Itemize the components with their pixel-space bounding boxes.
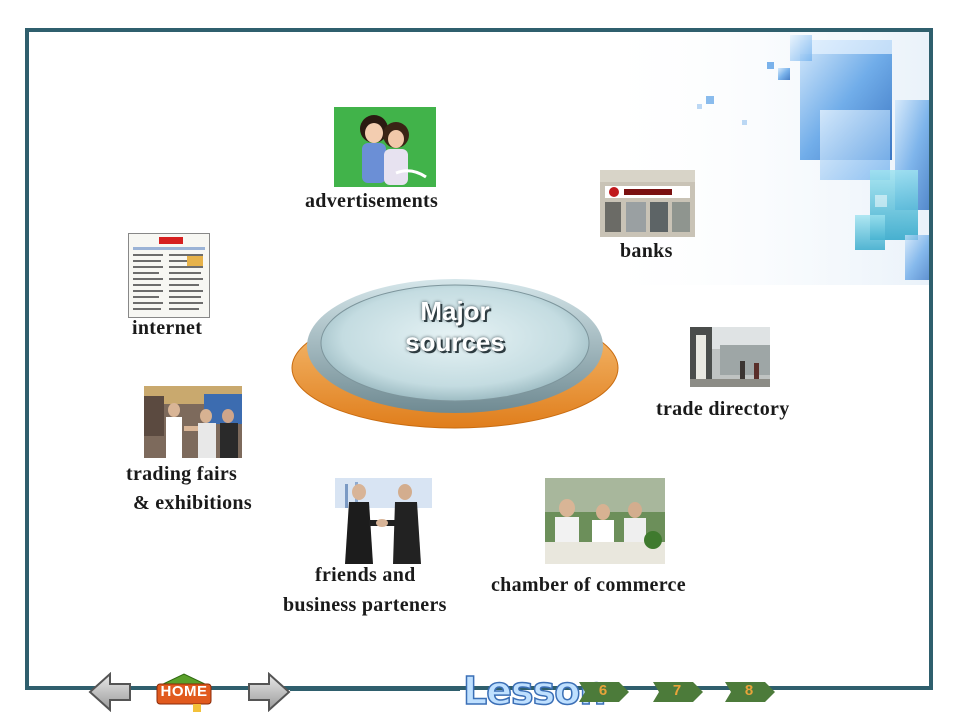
lesson-logo: Lesson: [462, 666, 607, 716]
lesson-tab-shape: [653, 682, 703, 702]
trade-directory-photo: [690, 327, 770, 387]
advertisements-label: advertisements: [305, 190, 439, 212]
lesson-7-button[interactable]: 7: [649, 680, 705, 704]
trading-fairs-label-line2: & exhibitions: [133, 492, 252, 514]
banks-label: banks: [620, 240, 673, 262]
home-icon: [156, 673, 212, 712]
left-arrow-icon: [88, 671, 131, 713]
hub-ellipse-shape: [291, 279, 619, 429]
next-arrow-button[interactable]: [247, 671, 291, 713]
major-sources-hub: Major sources: [290, 268, 620, 430]
trading-fairs-label-line1: trading fairs: [126, 463, 238, 485]
home-button[interactable]: HOME: [153, 672, 215, 714]
lesson-tab-shape: [725, 682, 775, 702]
advertisements-photo: [334, 107, 436, 187]
chamber-of-commerce-photo: [545, 478, 665, 564]
lesson-8-number: 8: [744, 682, 754, 699]
previous-arrow-button[interactable]: [88, 671, 132, 713]
lesson-tab-shape: [579, 682, 629, 702]
home-label: HOME: [160, 683, 208, 700]
internet-screenshot: [128, 233, 210, 318]
friends-label-line1: friends and: [315, 564, 416, 586]
friends-label-line2: business parteners: [283, 594, 447, 616]
banks-photo: [600, 170, 695, 237]
trade-directory-label: trade directory: [656, 398, 790, 420]
internet-label: internet: [132, 317, 203, 339]
handshake-photo: [335, 478, 432, 564]
lesson-6-button[interactable]: 6: [575, 680, 631, 704]
lesson-6-number: 6: [598, 682, 608, 699]
chamber-of-commerce-label: chamber of commerce: [491, 574, 686, 596]
hub-title-line1: Major: [420, 296, 490, 326]
lesson-7-number: 7: [672, 682, 682, 699]
right-arrow-icon: [248, 671, 291, 713]
bottom-decor-line: [290, 688, 460, 691]
hub-title-line2: sources: [405, 327, 505, 357]
slide-frame: [25, 28, 933, 690]
lesson-label: Lesson: [462, 668, 607, 714]
trading-fairs-photo: [144, 386, 242, 458]
hub-title: Major sources: [290, 296, 620, 358]
lesson-8-button[interactable]: 8: [721, 680, 777, 704]
